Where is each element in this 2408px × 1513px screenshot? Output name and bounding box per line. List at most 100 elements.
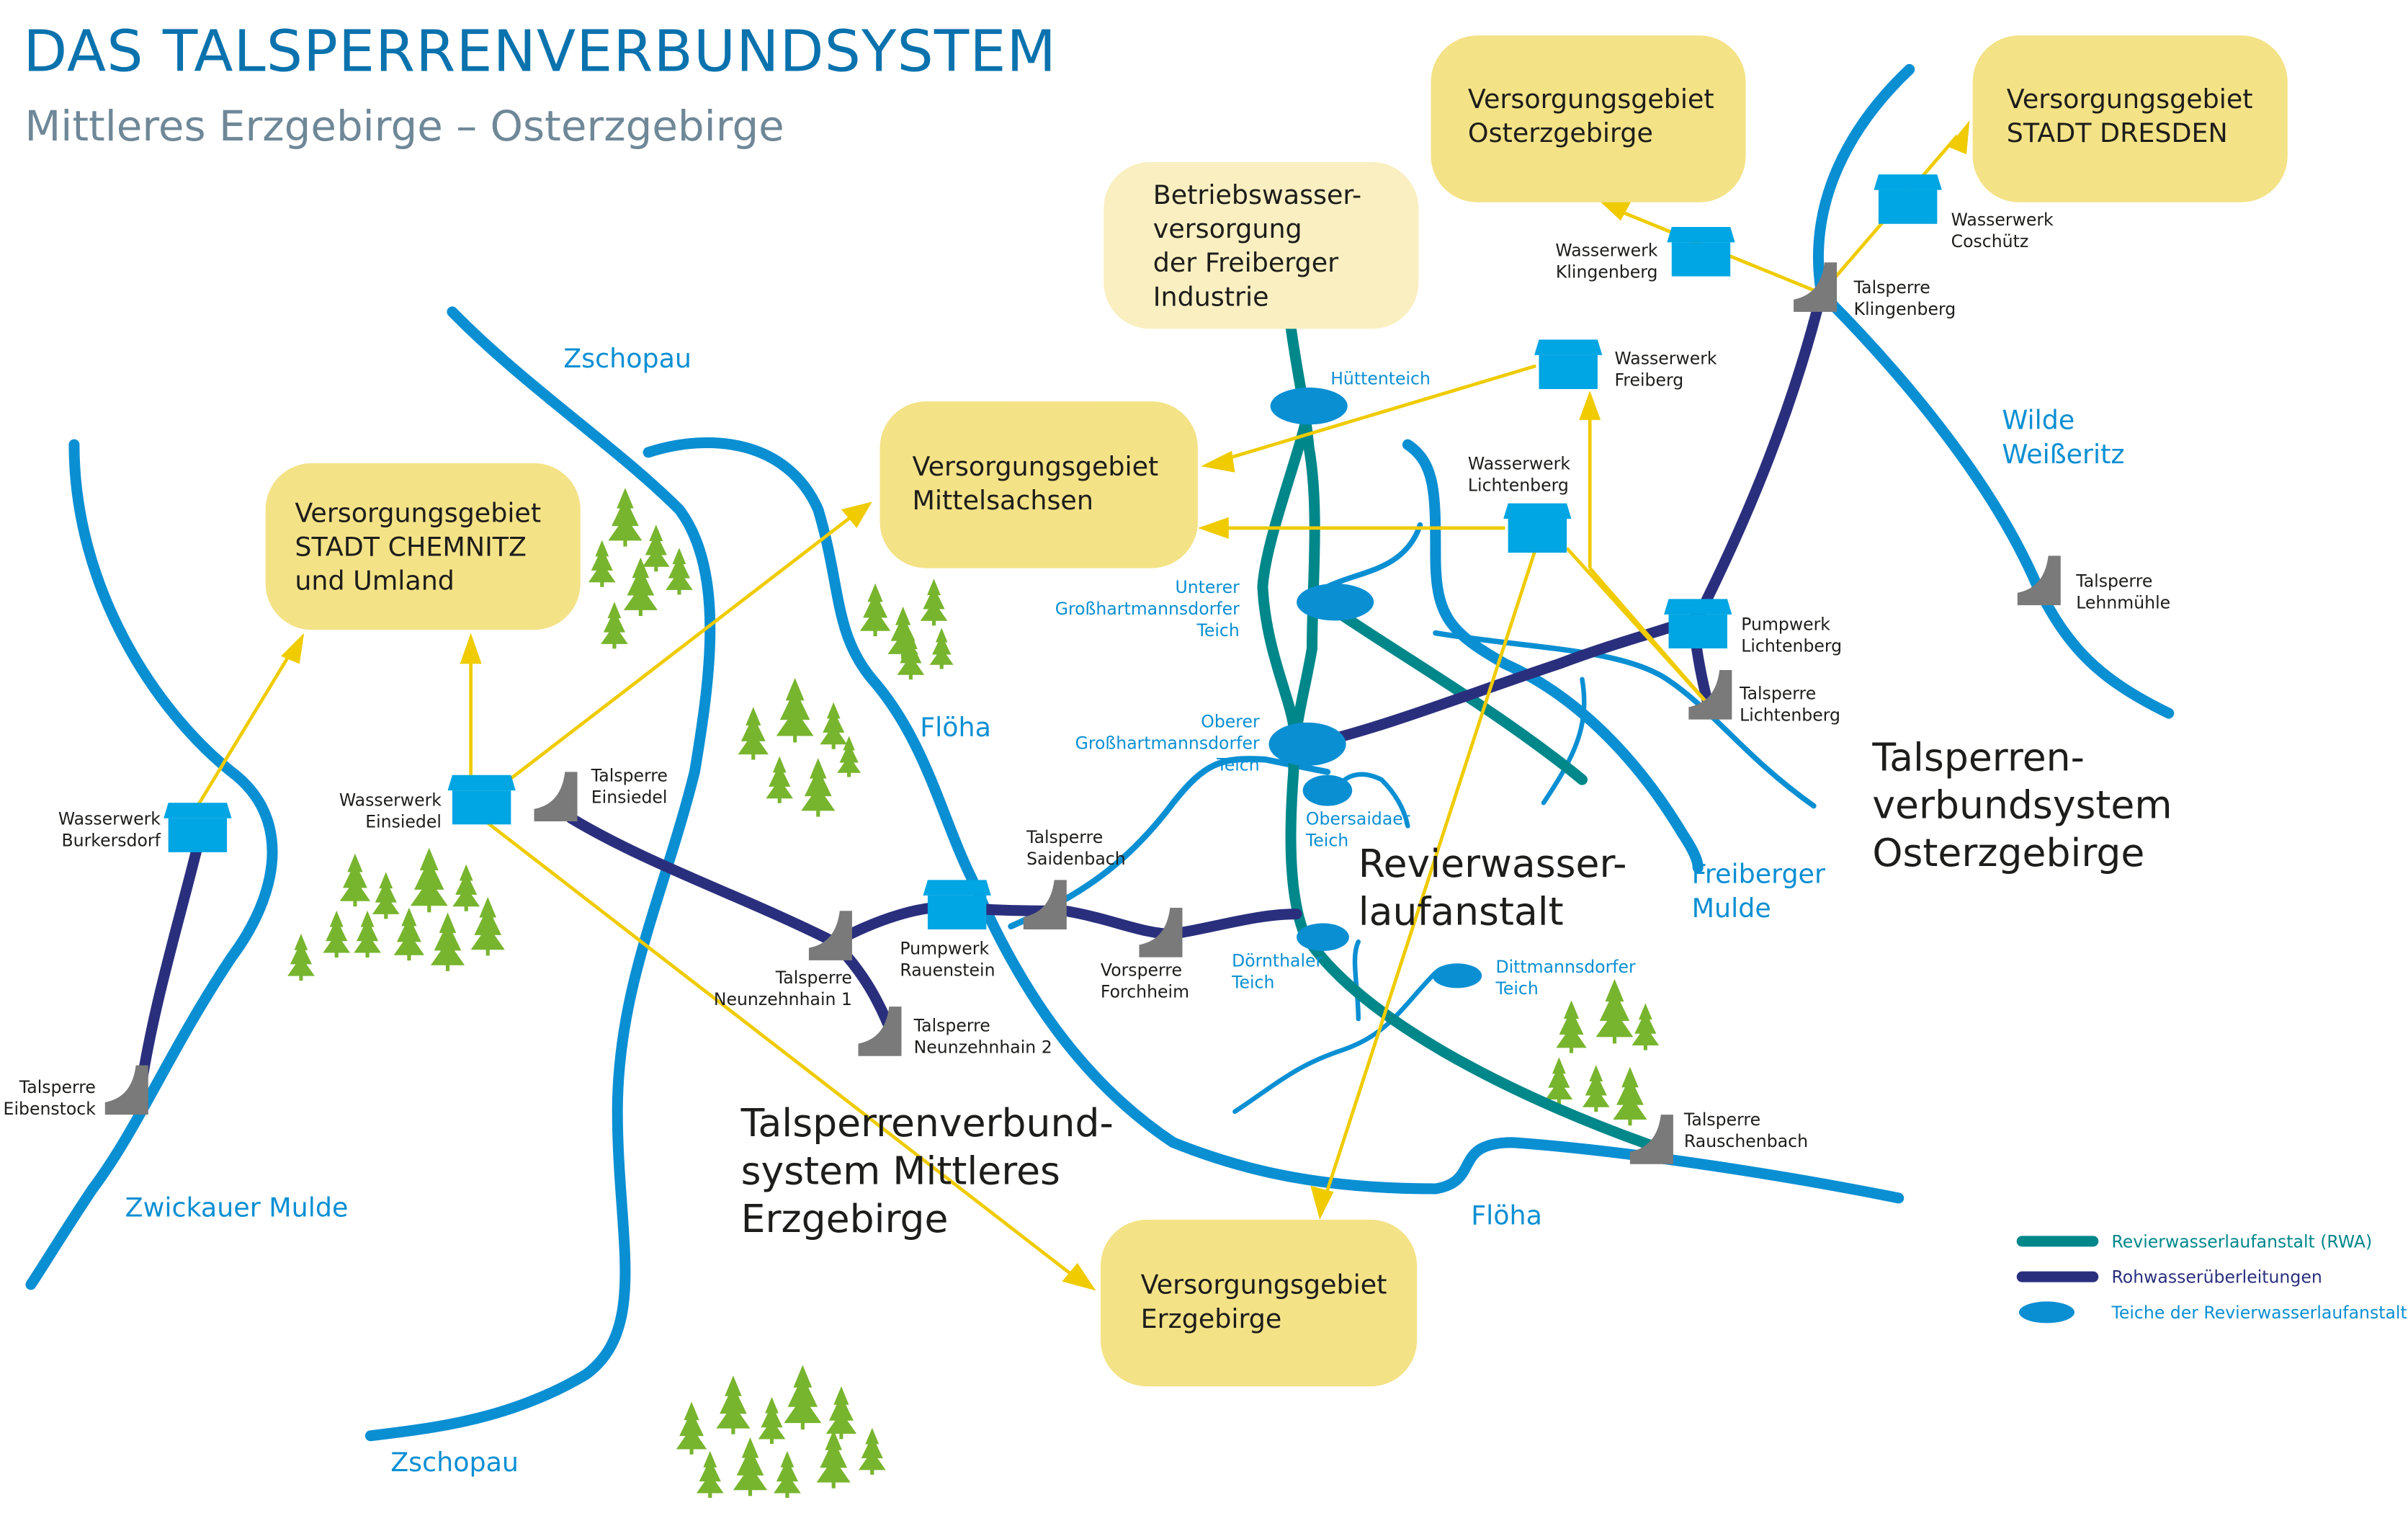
tree-icon: [897, 633, 925, 680]
pumping-station-icon: [1664, 599, 1732, 648]
raw-line-eibenstock-burkersdorf: [136, 840, 203, 1086]
tree-icon: [601, 602, 628, 649]
waterworks-icon: [1534, 339, 1603, 389]
rwa-line-west: [1257, 403, 1315, 731]
arrowhead-icon: [1948, 120, 1970, 155]
dam-icon: [534, 772, 578, 821]
pumping-station-icon: [923, 880, 991, 929]
river-zschopau: [364, 306, 716, 1442]
river-freiberger-mulde-branch3: [1541, 677, 1587, 805]
svg-text:Rohwasserüberleitungen: Rohwasserüberleitungen: [2112, 1267, 2322, 1287]
tree-icon: [696, 1450, 724, 1498]
tree-icon: [642, 525, 670, 572]
river-label-zwickauer-mulde: Zwickauer Mulde: [125, 1192, 349, 1223]
tree-icon: [820, 702, 848, 749]
legend-item-rwa: Revierwasserlaufanstalt (RWA): [2016, 1231, 2372, 1251]
tree-icon: [758, 1396, 786, 1444]
flow-talsperre-lichtenberg-wwlichtenberg-2: [1588, 567, 1715, 712]
tree-icon: [825, 1386, 857, 1440]
tree-icon: [784, 1365, 822, 1430]
tree-icon: [859, 583, 891, 637]
tree-icon: [452, 864, 480, 911]
arrowhead-icon: [1579, 390, 1601, 420]
tree-icon: [372, 872, 400, 919]
legend: Revierwasserlaufanstalt (RWA) Rohwasserü…: [2016, 1231, 2407, 1324]
river-label-floeha-top: Flöha: [920, 712, 991, 743]
arrowhead-icon: [460, 633, 482, 664]
flow-freiberg-mittelsachsen: [1211, 364, 1536, 465]
pond-oberer-grosshartmannsdorfer: [1268, 722, 1346, 766]
tree-icon: [1545, 1057, 1573, 1104]
tree-icon: [1632, 1003, 1660, 1050]
river-wilde-weisseritz: [1813, 63, 2175, 719]
tree-icon: [776, 677, 814, 743]
river-label-zschopau-bottom: Zschopau: [390, 1447, 519, 1478]
waterworks-icon: [164, 803, 232, 852]
river-label-floeha-bottom: Flöha: [1471, 1200, 1542, 1231]
river-freiberger-mulde: [1402, 439, 1704, 873]
arrowhead-icon: [1201, 450, 1235, 473]
tree-icon: [920, 579, 948, 626]
raw-water-lines: [136, 287, 1827, 1086]
forest-groups: [287, 488, 1660, 1498]
tree-icon: [766, 756, 794, 803]
pond-huettenteich: [1270, 387, 1348, 425]
tree-icon: [716, 1375, 751, 1434]
tree-icon: [1595, 978, 1634, 1044]
flow-lichtenberg-erzgebirge: [1321, 547, 1538, 1205]
arrowhead-icon: [1310, 1185, 1334, 1220]
tree-icon: [608, 488, 643, 547]
legend-item-raw-water: Rohwasserüberleitungen: [2016, 1267, 2322, 1287]
tree-icon: [774, 1450, 801, 1498]
waterworks-icon: [447, 775, 516, 825]
raw-line-einsiedel-neunzehnhain: [565, 813, 898, 1040]
river-freiberger-mulde-branch2: [1433, 630, 1817, 809]
waterworks-icon: [1874, 174, 1942, 224]
tree-icon: [801, 758, 836, 817]
raw-line-rwa-lichtenberg: [1306, 612, 1704, 750]
arrowhead-icon: [1197, 517, 1229, 539]
tree-icon: [666, 548, 693, 595]
